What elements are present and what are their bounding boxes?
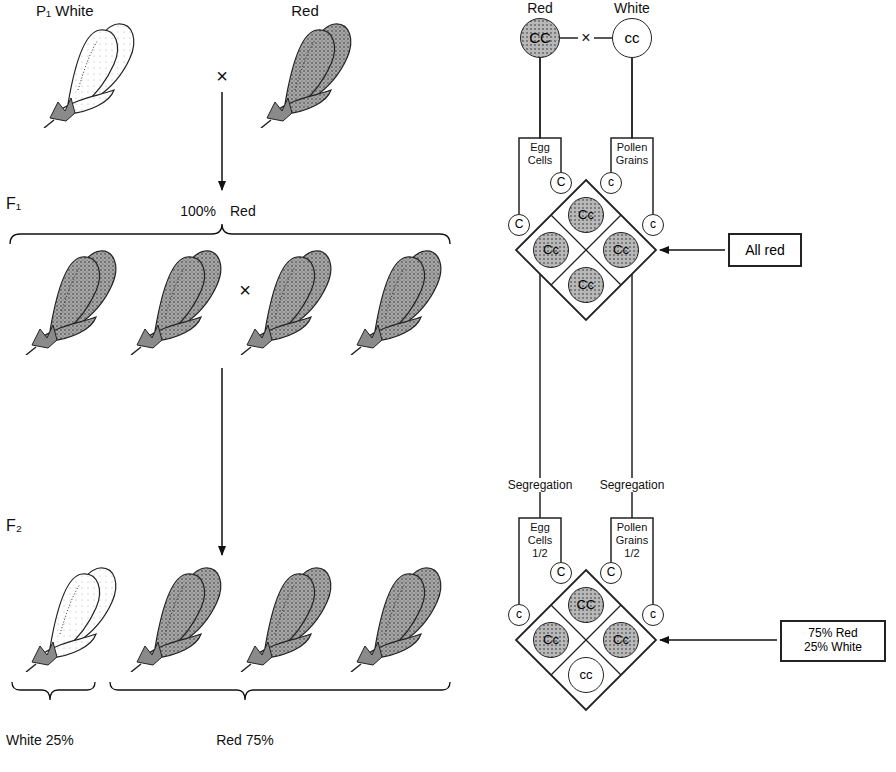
genotype-text: CC xyxy=(577,598,596,613)
genotype-text: cc xyxy=(625,29,640,46)
allele-circle: Cc xyxy=(533,232,569,268)
red-flower xyxy=(131,251,221,355)
down-arrow xyxy=(221,368,223,555)
connector-line xyxy=(519,58,540,214)
brace xyxy=(10,224,450,244)
text-label: × xyxy=(234,278,256,302)
brace xyxy=(12,682,95,700)
text-label: Red xyxy=(230,203,280,220)
text-label: Segregation xyxy=(500,478,580,492)
flowers xyxy=(26,24,441,672)
genotype-text: c xyxy=(516,608,522,622)
genotype-text: c xyxy=(650,218,656,232)
allele-circle: c xyxy=(642,214,664,236)
red-flower xyxy=(26,251,116,355)
genotype-text: Cc xyxy=(613,243,629,258)
allele-circle: Cc xyxy=(533,622,569,658)
allele-circle: C xyxy=(550,562,572,584)
result-text: All red xyxy=(745,242,785,258)
text-label: Segregation xyxy=(592,478,672,492)
genotype-text: Cc xyxy=(613,633,629,648)
text-label: Red xyxy=(275,2,335,20)
text-label: Egg Cells xyxy=(522,141,558,167)
allele-circle: Cc xyxy=(568,197,604,233)
down-arrow xyxy=(221,92,223,190)
text-label: F₁ xyxy=(6,194,46,213)
genotype-text: c xyxy=(608,176,614,190)
genotype-text: CC xyxy=(529,29,551,46)
brace xyxy=(110,682,450,700)
text-label: F₂ xyxy=(6,516,46,535)
text-label: Pollen Grains xyxy=(614,141,650,167)
gamete-bracket xyxy=(519,518,561,604)
pointer-arrow xyxy=(660,249,725,251)
text-label: P₁ White xyxy=(36,2,156,20)
genotype-text: Cc xyxy=(543,243,559,258)
allele-circle: Cc xyxy=(603,232,639,268)
red-flower xyxy=(351,568,441,672)
allele-circle: CC xyxy=(568,587,604,623)
allele-circle: CC xyxy=(520,18,560,58)
result-box: All red xyxy=(728,233,802,267)
genotype-text: C xyxy=(557,176,566,190)
red-flower xyxy=(351,251,441,355)
allele-circle: c xyxy=(600,172,622,194)
text-label: 100% xyxy=(150,203,216,220)
genotype-text: C xyxy=(515,218,524,232)
braces xyxy=(10,224,450,700)
red-flower xyxy=(241,568,331,672)
allele-circle: cc xyxy=(568,657,604,693)
connector-line xyxy=(632,58,653,214)
red-flower xyxy=(261,24,351,128)
allele-circle: Cc xyxy=(603,622,639,658)
punnett-diamond xyxy=(516,180,656,320)
text-label: Egg Cells 1/2 xyxy=(522,521,558,560)
result-arrows xyxy=(660,250,777,640)
red-flower xyxy=(131,568,221,672)
genotype-text: Cc xyxy=(543,633,559,648)
genotype-text: c xyxy=(650,608,656,622)
text-label: Red xyxy=(510,0,570,17)
allele-circle: C xyxy=(600,562,622,584)
allele-circle: Cc xyxy=(568,267,604,303)
result-text: 75% Red 25% White xyxy=(799,627,867,655)
genotype-text: C xyxy=(557,566,566,580)
text-label: × xyxy=(210,64,234,88)
white-flower xyxy=(44,24,134,128)
gamete-bracket xyxy=(611,518,653,604)
genotype-text: Cc xyxy=(578,278,594,293)
punnett-squares xyxy=(516,180,656,710)
allele-circle: C xyxy=(550,172,572,194)
allele-circle: C xyxy=(508,214,530,236)
text-label: Red 75% xyxy=(190,732,300,749)
result-box: 75% Red 25% White xyxy=(780,620,886,662)
generation-arrows xyxy=(221,92,223,555)
allele-circle: c xyxy=(508,604,530,626)
white-flower xyxy=(26,568,116,672)
genotype-text: Cc xyxy=(578,208,594,223)
text-label: White 25% xyxy=(6,732,126,749)
allele-circle: cc xyxy=(612,18,652,58)
text-label: White xyxy=(597,0,667,17)
punnett-diamond xyxy=(516,570,656,710)
allele-circle: c xyxy=(642,604,664,626)
edge-label: × xyxy=(578,28,593,47)
genotype-text: C xyxy=(607,566,616,580)
segregation-lines xyxy=(519,274,653,604)
text-label: Pollen Grains 1/2 xyxy=(614,521,650,560)
pointer-arrow xyxy=(660,639,777,641)
red-flower xyxy=(241,251,331,355)
genotype-text: cc xyxy=(580,668,593,683)
